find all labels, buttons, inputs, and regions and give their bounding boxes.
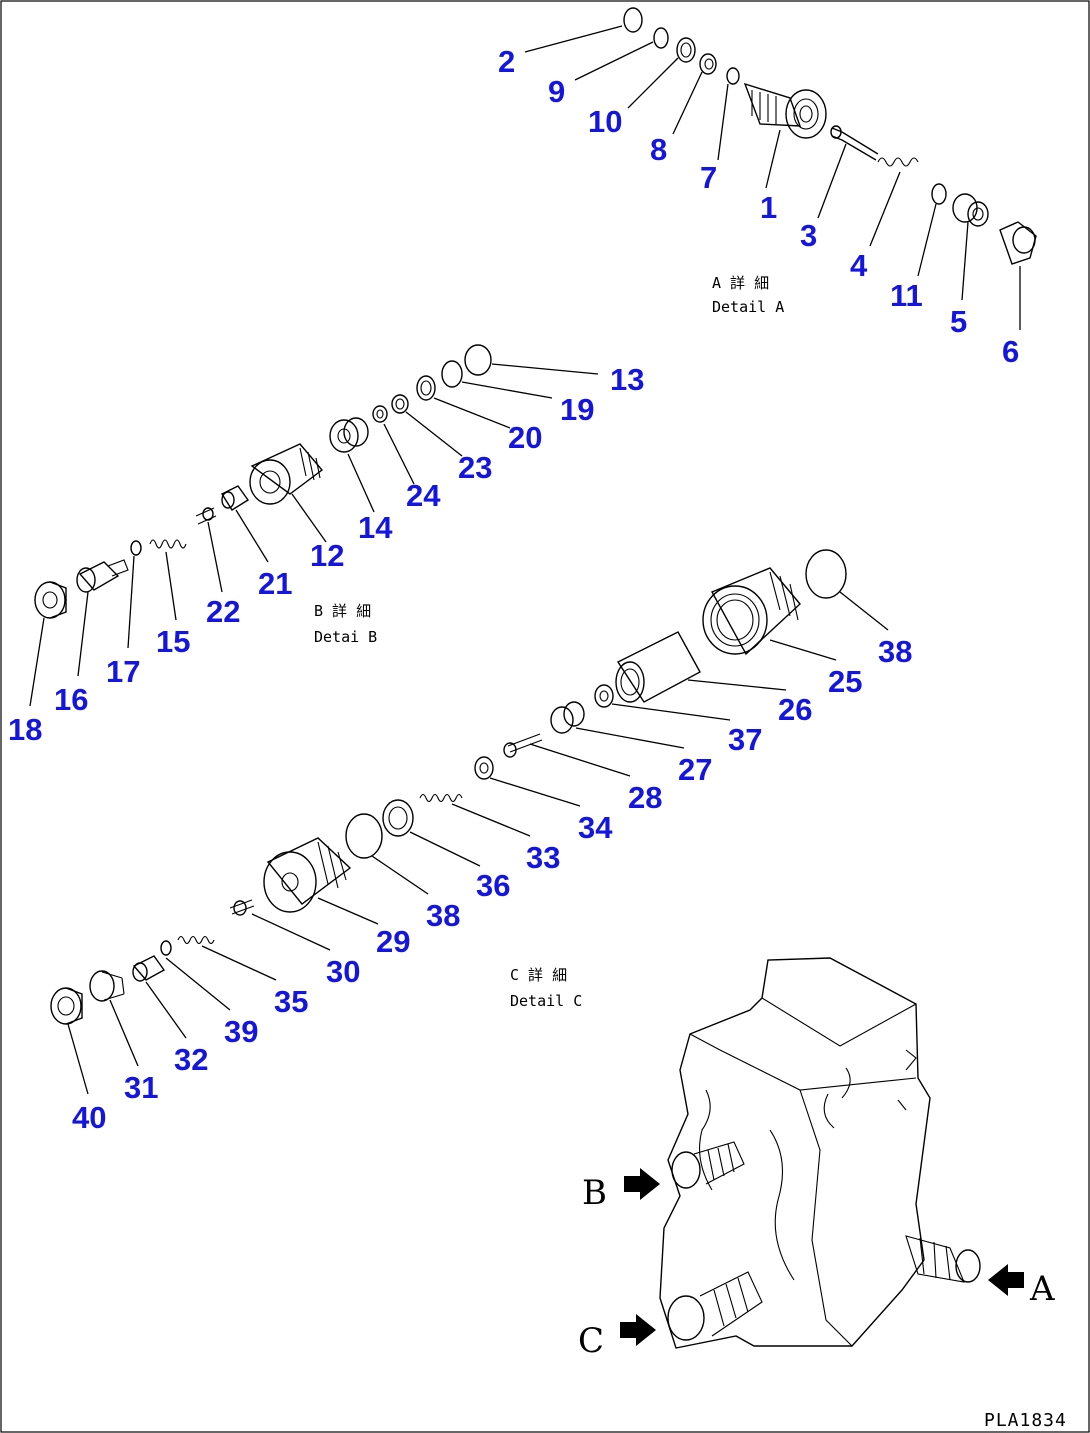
callout-34: 34 — [578, 810, 613, 845]
callout-31: 31 — [124, 1070, 158, 1105]
detail-a-caption-en: Detail A — [712, 298, 784, 316]
arrow-c-icon — [620, 1314, 656, 1346]
callout-3: 3 — [800, 218, 817, 253]
detail-captions: A 詳 細 Detail A B 詳 細 Detai B C 詳 細 Detai… — [314, 274, 784, 1010]
view-letters: B A C — [578, 1173, 1055, 1361]
callout-4: 4 — [850, 248, 868, 283]
callout-27: 27 — [678, 752, 712, 787]
drawing-code: PLA1834 — [984, 1410, 1067, 1431]
callout-14: 14 — [358, 510, 393, 545]
callout-6: 6 — [1002, 334, 1019, 369]
callout-38-top: 38 — [878, 634, 912, 669]
callout-25: 25 — [828, 664, 862, 699]
callout-2: 2 — [498, 44, 515, 79]
arrow-b-icon — [624, 1168, 660, 1200]
view-letter-a: A — [1029, 1269, 1055, 1309]
view-letter-c: C — [578, 1321, 604, 1361]
callout-16: 16 — [54, 682, 88, 717]
callout-22: 22 — [206, 594, 240, 629]
detail-a-caption-jp: A 詳 細 — [712, 274, 769, 292]
callout-15: 15 — [156, 624, 190, 659]
callout-40: 40 — [72, 1100, 106, 1135]
callout-21: 21 — [258, 566, 292, 601]
callout-17: 17 — [106, 654, 140, 689]
callout-24: 24 — [406, 478, 441, 513]
callout-8: 8 — [650, 132, 667, 167]
detail-c-parts — [50, 549, 847, 1025]
callout-labels: 1 2 3 4 5 6 7 8 9 10 11 12 13 14 15 16 1… — [8, 44, 1019, 1135]
valve-body — [620, 957, 1024, 1349]
callout-11: 11 — [890, 278, 923, 313]
detail-c-caption-jp: C 詳 細 — [510, 966, 567, 984]
callout-19: 19 — [560, 392, 594, 427]
detail-b-parts — [34, 344, 492, 619]
detail-b-caption-en: Detai B — [314, 628, 377, 646]
callout-39: 39 — [224, 1014, 258, 1049]
callout-38-bottom: 38 — [426, 898, 460, 933]
callout-28: 28 — [628, 780, 662, 815]
callout-7: 7 — [700, 160, 717, 195]
callout-5: 5 — [950, 304, 967, 339]
callout-1: 1 — [760, 190, 777, 225]
leader-lines — [29, 25, 1021, 1095]
callout-35: 35 — [274, 984, 308, 1019]
callout-33: 33 — [526, 840, 560, 875]
callout-10: 10 — [588, 104, 622, 139]
callout-32: 32 — [174, 1042, 208, 1077]
callout-36: 36 — [476, 868, 510, 903]
callout-9: 9 — [548, 74, 565, 109]
callout-30: 30 — [326, 954, 360, 989]
callout-23: 23 — [458, 450, 492, 485]
detail-b-caption-jp: B 詳 細 — [314, 602, 371, 620]
callout-20: 20 — [508, 420, 542, 455]
callout-12: 12 — [310, 538, 344, 573]
detail-c-caption-en: Detail C — [510, 992, 582, 1010]
callout-37: 37 — [728, 722, 762, 757]
view-letter-b: B — [582, 1173, 607, 1213]
arrow-a-icon — [988, 1264, 1024, 1296]
callout-29: 29 — [376, 924, 410, 959]
callout-13: 13 — [610, 362, 644, 397]
callout-18: 18 — [8, 712, 42, 747]
detail-a-parts — [623, 7, 1037, 265]
callout-26: 26 — [778, 692, 812, 727]
